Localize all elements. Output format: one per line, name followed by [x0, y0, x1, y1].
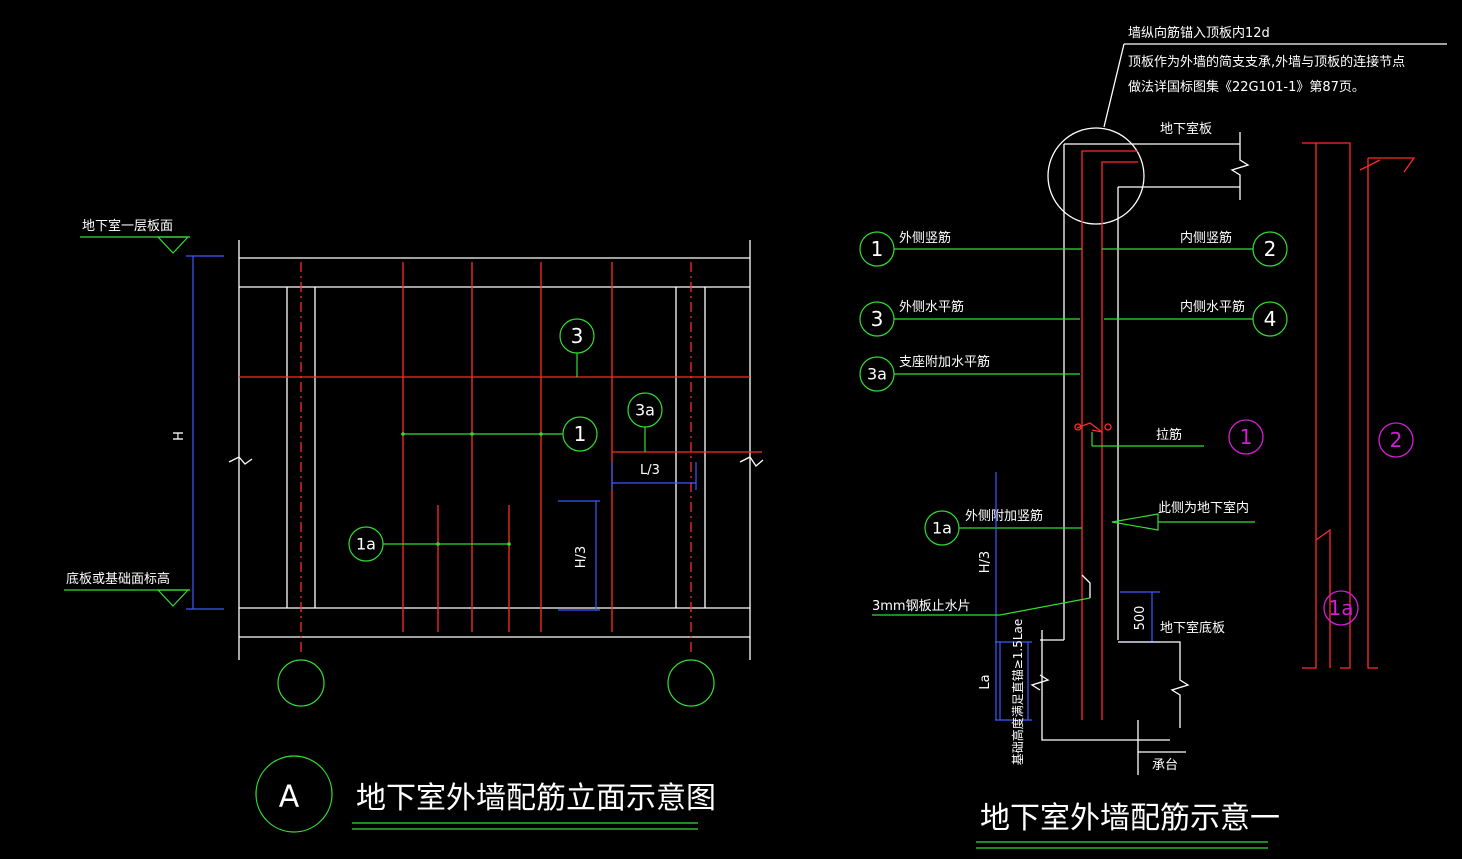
break-mark-right — [739, 456, 764, 467]
pile-cap-label: 承台 — [1152, 758, 1178, 773]
section-diagram: 墙纵向筋锚入顶板内12d 顶板作为外墙的简支支承,外墙与顶板的连接节点 做法详国… — [859, 25, 1447, 849]
tag-3a: 3a — [635, 401, 655, 420]
outer-additional-vertical-label: 外侧附加竖筋 — [965, 508, 1043, 524]
inner-horizontal-label: 内侧水平筋 — [1180, 299, 1245, 315]
leader-dot — [470, 432, 474, 436]
tag-1a: 1a — [356, 535, 376, 554]
title-symbol-circle — [255, 755, 333, 833]
break-mark-left — [228, 456, 253, 465]
rebar-tie — [1076, 422, 1103, 433]
waterstop-plate — [1081, 574, 1091, 598]
title-symbol: A — [279, 780, 300, 815]
leader-dot — [507, 542, 511, 546]
dim-la-label: La — [978, 674, 993, 689]
rebar-inner-vertical — [1101, 161, 1138, 720]
bar-shape-2-outer — [1302, 142, 1351, 669]
tie-end — [1074, 423, 1082, 431]
dim-500-label: 500 — [1133, 606, 1148, 631]
level-triangle-bottom — [156, 589, 190, 607]
tag-1a-right: 1a — [932, 519, 952, 538]
bar-tag-1a: 1a — [1329, 596, 1354, 620]
bar-shape-2-inner — [1302, 143, 1317, 669]
level-label-bottom: 底板或基础面标高 — [66, 571, 170, 587]
note-line-2: 顶板作为外墙的简支支承,外墙与顶板的连接节点 — [1128, 54, 1405, 70]
leader-dot — [401, 432, 405, 436]
foundation-outline-left — [1041, 630, 1170, 741]
bar-tag-circle-1 — [1228, 419, 1264, 455]
note-line-3: 做法详国标图集《22G101-1》第87页。 — [1128, 79, 1365, 95]
bar-shape-1a — [1315, 528, 1331, 668]
slab-break-mark — [1230, 132, 1250, 200]
tag-3a-right: 3a — [867, 365, 887, 384]
elevation-diagram: 3 3a 1 1a H 地下室一层板面 底板或基础面标高 — [64, 218, 764, 833]
axis-bubble-right — [667, 659, 715, 707]
outer-vertical-label: 外侧竖筋 — [899, 230, 951, 246]
leader-dot — [436, 542, 440, 546]
bar-tag-circle-2 — [1378, 422, 1414, 458]
note-leader — [1103, 43, 1125, 128]
tag-2-right: 2 — [1264, 237, 1277, 261]
dim-h3-label: H/3 — [574, 546, 589, 568]
tag-4-right: 4 — [1264, 307, 1277, 331]
basement-bottom-slab-label: 地下室底板 — [1160, 620, 1225, 636]
support-horizontal-label: 支座附加水平筋 — [899, 354, 990, 370]
bar-tag-circle-1a — [1323, 590, 1359, 626]
outer-horizontal-label: 外侧水平筋 — [899, 299, 964, 315]
foundation-top-right — [1118, 641, 1190, 728]
level-triangle-top — [156, 236, 190, 254]
level-label-top: 地下室一层板面 — [82, 218, 173, 234]
bar-shape-1-hook-b — [1359, 159, 1381, 171]
inner-vertical-label: 内侧竖筋 — [1180, 230, 1232, 246]
waterstop-label: 3mm钢板止水片 — [872, 599, 971, 614]
basement-slab-label: 地下室板 — [1160, 121, 1212, 137]
interior-arrow-head — [1111, 513, 1159, 531]
anchor-note-label: 基础高度满足直锚≥1.5Lae — [1010, 619, 1025, 766]
detail-circle — [1047, 127, 1145, 225]
rebar-outer-vertical — [1081, 150, 1138, 720]
basement-interior-label: 此侧为地下室内 — [1158, 500, 1249, 516]
note-line-1: 墙纵向筋锚入顶板内12d — [1128, 25, 1270, 41]
leader-dot — [539, 432, 543, 436]
section-title: 地下室外墙配筋示意一 — [980, 801, 1280, 836]
bar-tag-1: 1 — [1240, 425, 1253, 449]
tie-bar-label: 拉筋 — [1156, 427, 1182, 443]
tag-1-right: 1 — [871, 237, 884, 261]
bar-shape-1-hook — [1368, 157, 1416, 173]
dim-h3-right-label: H/3 — [978, 551, 993, 573]
foundation-break — [1030, 674, 1050, 691]
bar-shape-1 — [1367, 158, 1378, 669]
tag-1: 1 — [574, 422, 587, 446]
bar-tag-2: 2 — [1390, 428, 1403, 452]
dim-h-label: H — [172, 431, 187, 441]
dim-l3-label: L/3 — [640, 463, 660, 478]
leader-waterstop — [999, 597, 1091, 616]
tie-end — [1104, 423, 1112, 431]
elevation-title: 地下室外墙配筋立面示意图 — [356, 781, 716, 816]
tag-3-right: 3 — [871, 307, 884, 331]
tag-3: 3 — [571, 324, 584, 348]
axis-bubble-left — [277, 659, 325, 707]
